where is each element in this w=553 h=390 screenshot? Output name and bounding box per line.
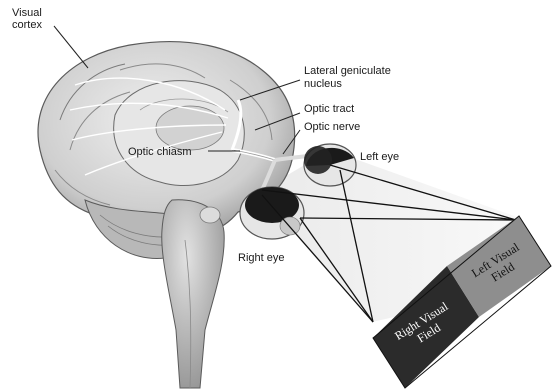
lgn-label-line2: nucleus — [304, 78, 342, 90]
right-eye-label: Right eye — [238, 252, 284, 264]
brain-stem — [162, 200, 224, 388]
optic-nerve-label: Optic nerve — [304, 121, 360, 133]
optic-tract-label: Optic tract — [304, 103, 354, 115]
leader-visual-cortex — [54, 26, 88, 68]
lgn-label-line1: Lateral geniculate — [304, 65, 391, 77]
optic-chiasm-label: Optic chiasm — [128, 146, 192, 158]
visual-cortex-label-line1: Visual — [12, 7, 42, 19]
visual-cortex-label-line2: cortex — [12, 19, 42, 31]
left-eye-label: Left eye — [360, 151, 399, 163]
